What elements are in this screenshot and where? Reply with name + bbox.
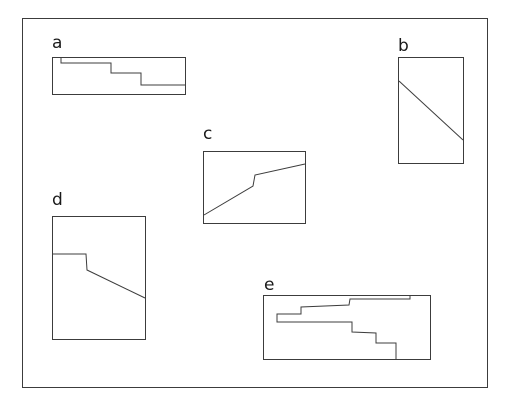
panel-a-trace [60, 57, 185, 86]
panel-d: d [52, 190, 146, 340]
panel-d-box [52, 216, 146, 340]
panel-c-box [203, 151, 306, 224]
panel-b-label: b [398, 36, 409, 56]
panel-a: a [52, 33, 186, 95]
panel-c: c [203, 124, 306, 224]
panel-a-label: a [52, 33, 62, 53]
panel-d-trace [52, 253, 146, 299]
panel-b: b [398, 36, 464, 164]
panel-e-label: e [264, 275, 274, 295]
panel-e-box [263, 295, 431, 360]
panel-a-box [52, 57, 186, 95]
outer-frame [22, 18, 488, 388]
panel-c-label: c [203, 124, 212, 144]
panel-c-trace [203, 163, 306, 216]
panel-d-label: d [52, 190, 63, 210]
panel-b-trace [398, 80, 464, 141]
panel-e: e [263, 275, 431, 360]
panel-e-trace [276, 295, 411, 359]
